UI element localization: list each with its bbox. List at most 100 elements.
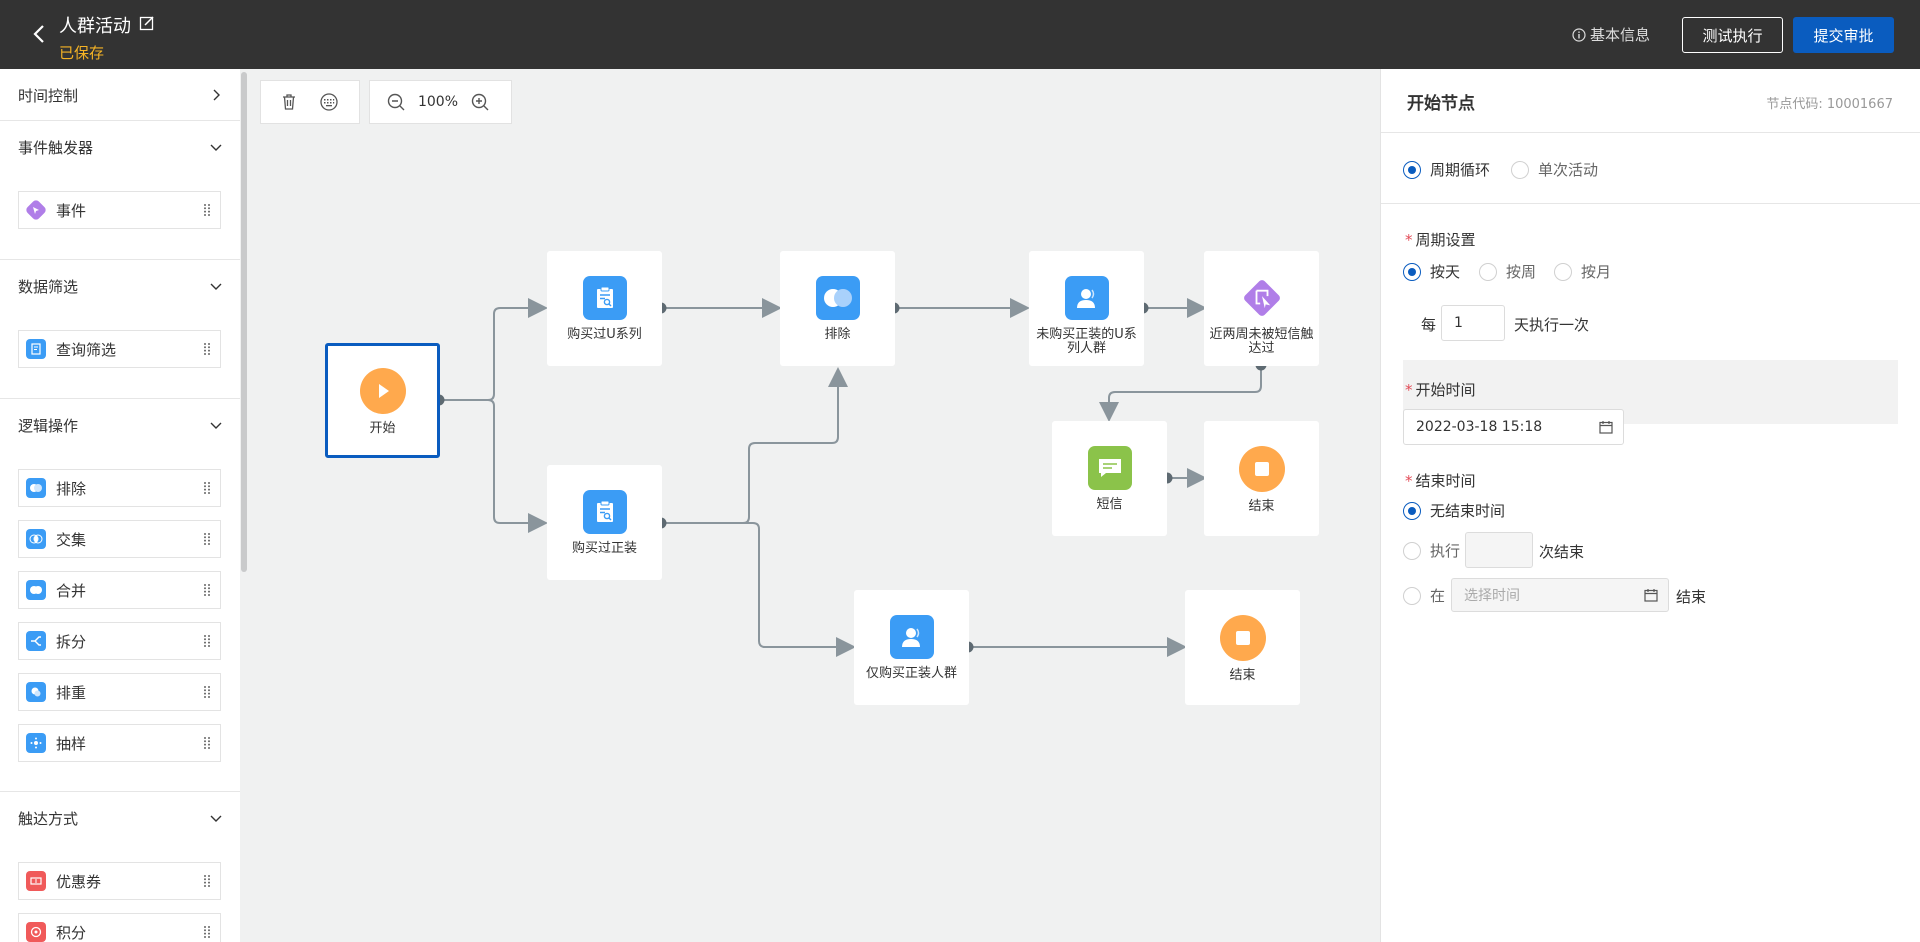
section-title: 触达方式 xyxy=(18,809,79,828)
radio-label: 按月 xyxy=(1581,263,1612,281)
section-header[interactable]: 数据筛选 xyxy=(0,260,240,312)
edge-buyz-onlyz xyxy=(661,522,856,657)
drag-handle-icon[interactable] xyxy=(203,634,211,648)
drag-handle-icon[interactable] xyxy=(203,583,211,597)
exclude-icon xyxy=(26,478,46,498)
zoom-out-icon[interactable] xyxy=(376,82,416,122)
section-title: 数据筛选 xyxy=(18,277,79,296)
section-event-trigger[interactable]: 事件触发器 xyxy=(0,121,240,173)
basic-info-link[interactable]: 基本信息 xyxy=(1572,24,1650,45)
component-label: 排除 xyxy=(56,479,87,498)
calendar-icon xyxy=(1644,589,1658,602)
interval-input[interactable]: 1 xyxy=(1441,305,1505,341)
node-buy-z[interactable]: 购买过正装 xyxy=(547,465,662,580)
drag-handle-icon[interactable] xyxy=(203,342,211,356)
user-group-icon xyxy=(1064,276,1109,320)
chevron-down-icon xyxy=(210,283,222,290)
radio-daily[interactable]: 按天 xyxy=(1403,261,1460,282)
drag-handle-icon[interactable] xyxy=(203,925,211,939)
start-time-value: 2022-03-18 15:18 xyxy=(1416,419,1543,435)
component-label: 合并 xyxy=(56,581,87,600)
radio-monthly[interactable]: 按月 xyxy=(1554,261,1611,282)
section-header[interactable]: 事件触发器 xyxy=(0,121,240,173)
radio-label: 按周 xyxy=(1506,263,1537,281)
node-exclude[interactable]: 排除 xyxy=(780,251,895,366)
component-event[interactable]: 事件 xyxy=(18,191,221,229)
radio-cycle-loop[interactable]: 周期循环 xyxy=(1403,159,1490,180)
drag-handle-icon[interactable] xyxy=(203,203,211,217)
node-label: 开始 xyxy=(369,421,396,436)
edge-start-buyz xyxy=(439,399,548,533)
node-buy-u[interactable]: 购买过U系列 xyxy=(547,251,662,366)
split-icon xyxy=(26,631,46,651)
event-icon xyxy=(24,198,48,222)
component-label: 拆分 xyxy=(56,632,87,651)
radio-single-activity[interactable]: 单次活动 xyxy=(1511,159,1598,180)
end-time-picker[interactable]: 选择时间 xyxy=(1451,578,1669,612)
node-only-z[interactable]: 仅购买正装人群 xyxy=(854,590,969,705)
drag-handle-icon[interactable] xyxy=(203,481,211,495)
sidebar-scrollbar[interactable] xyxy=(241,72,247,572)
node-label: 未购买正装的U系列人群 xyxy=(1036,327,1137,356)
section-title: 时间控制 xyxy=(18,86,79,105)
drag-handle-icon[interactable] xyxy=(203,736,211,750)
radio-end-after-runs[interactable]: 执行 xyxy=(1403,540,1460,561)
component-intersect[interactable]: 交集 xyxy=(18,520,221,558)
radio-label: 单次活动 xyxy=(1538,161,1599,179)
drag-handle-icon[interactable] xyxy=(203,685,211,699)
drag-handle-icon[interactable] xyxy=(203,532,211,546)
section-header[interactable]: 时间控制 xyxy=(0,69,240,121)
section-time-control[interactable]: 时间控制 xyxy=(0,69,240,121)
submit-approval-button[interactable]: 提交审批 xyxy=(1793,17,1894,53)
component-union[interactable]: 合并 xyxy=(18,571,221,609)
edit-icon[interactable] xyxy=(139,15,155,31)
stop-icon xyxy=(1219,615,1266,661)
radio-label: 无结束时间 xyxy=(1430,502,1506,520)
run-count-input[interactable] xyxy=(1465,532,1533,568)
dedupe-icon xyxy=(26,682,46,702)
node-no-sms[interactable]: 近两周未被短信触达过 xyxy=(1204,251,1319,366)
every-suffix: 天执行一次 xyxy=(1514,316,1590,334)
section-touch-methods[interactable]: 触达方式 xyxy=(0,792,240,844)
cycle-setting-label: *周期设置 xyxy=(1405,231,1476,249)
query-filter-icon xyxy=(582,490,627,534)
start-time-picker[interactable]: 2022-03-18 15:18 xyxy=(1403,409,1624,445)
zoom-level: 100% xyxy=(417,94,459,110)
component-query-filter[interactable]: 查询筛选 xyxy=(18,330,221,368)
keyboard-icon[interactable] xyxy=(309,82,349,122)
radio-end-at-time[interactable]: 在 xyxy=(1403,585,1445,606)
test-run-button[interactable]: 测试执行 xyxy=(1682,17,1783,53)
node-label: 结束 xyxy=(1248,499,1275,514)
section-logic-ops[interactable]: 逻辑操作 xyxy=(0,399,240,451)
play-icon xyxy=(359,368,406,414)
sms-icon xyxy=(1087,446,1132,490)
component-dedupe[interactable]: 排重 xyxy=(18,673,221,711)
node-not-buy-u[interactable]: 未购买正装的U系列人群 xyxy=(1029,251,1144,366)
zoom-in-icon[interactable] xyxy=(460,82,500,122)
coupon-icon xyxy=(26,871,46,891)
component-exclude[interactable]: 排除 xyxy=(18,469,221,507)
radio-no-end[interactable]: 无结束时间 xyxy=(1403,500,1505,521)
node-end-1[interactable]: 结束 xyxy=(1204,421,1319,536)
node-start[interactable]: 开始 xyxy=(325,343,440,458)
component-coupon[interactable]: 优惠券 xyxy=(18,862,221,900)
component-label: 排重 xyxy=(56,683,87,702)
delete-icon[interactable] xyxy=(269,82,309,122)
node-end-2[interactable]: 结束 xyxy=(1185,590,1300,705)
section-header[interactable]: 逻辑操作 xyxy=(0,399,240,451)
section-header[interactable]: 触达方式 xyxy=(0,792,240,844)
event-icon xyxy=(1240,276,1284,320)
flow-canvas[interactable]: 100% xyxy=(248,69,1380,942)
section-data-filter[interactable]: 数据筛选 xyxy=(0,260,240,312)
chevron-down-icon xyxy=(210,815,222,822)
edge-nosms-sms xyxy=(1099,365,1262,422)
chevron-down-icon xyxy=(210,422,222,429)
component-split[interactable]: 拆分 xyxy=(18,622,221,660)
drag-handle-icon[interactable] xyxy=(203,874,211,888)
radio-weekly[interactable]: 按周 xyxy=(1479,261,1536,282)
back-icon[interactable] xyxy=(28,22,52,46)
node-sms[interactable]: 短信 xyxy=(1052,421,1167,536)
component-points[interactable]: 积分 xyxy=(18,913,221,942)
component-sample[interactable]: 抽样 xyxy=(18,724,221,762)
start-time-label: *开始时间 xyxy=(1405,381,1476,399)
